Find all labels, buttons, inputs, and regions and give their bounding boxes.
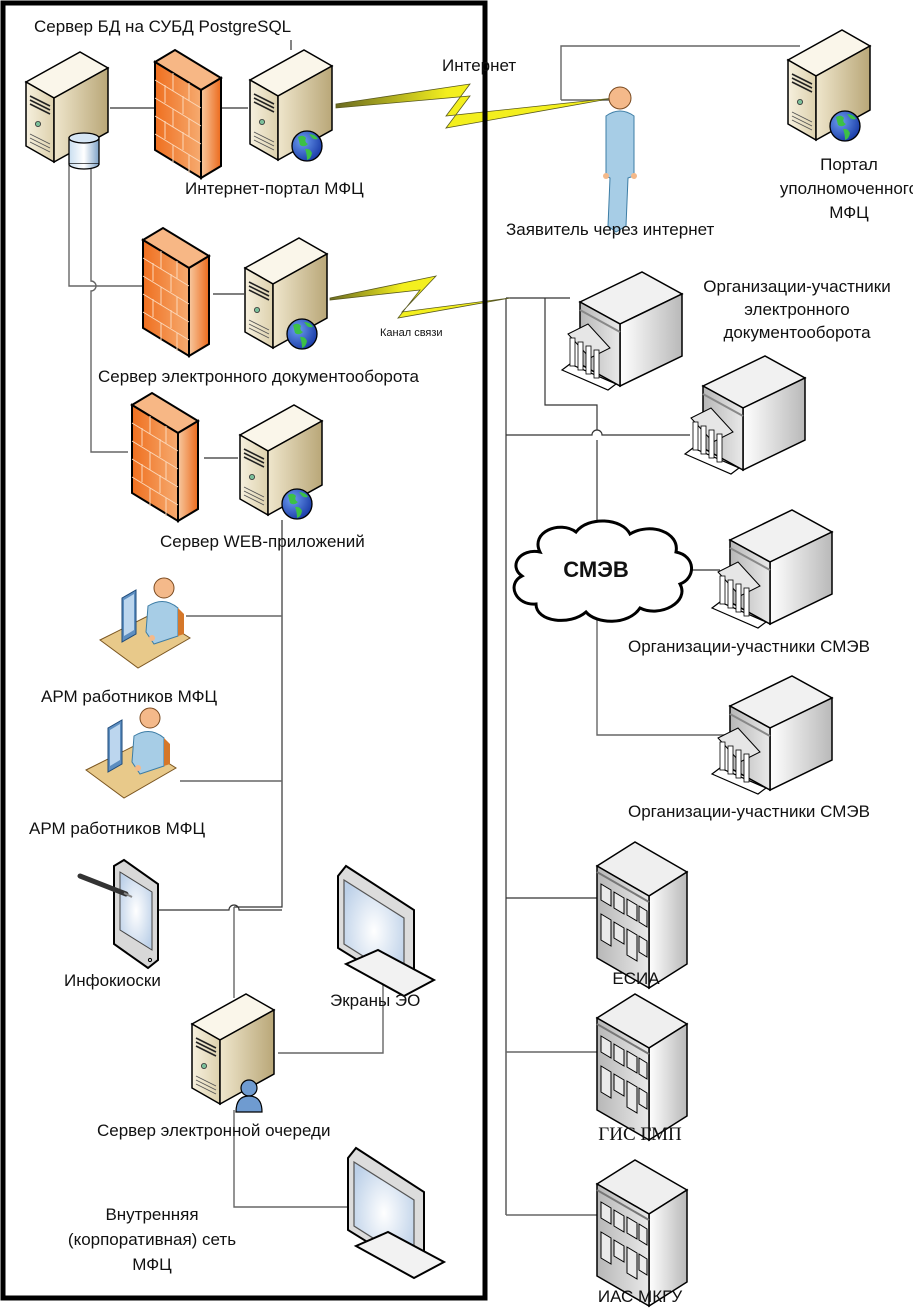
kiosk-node[interactable]: Инфокиоски xyxy=(64,860,161,990)
queue-screens-label: Экраны ЭО xyxy=(330,991,420,1010)
edo-server-label: Сервер электронного документооборота xyxy=(98,367,420,386)
globe-icon xyxy=(286,318,318,350)
smev-label: СМЭВ xyxy=(563,557,628,582)
globe-icon xyxy=(829,110,861,142)
globe-icon xyxy=(291,130,323,162)
workstation-node-1[interactable]: АРМ работников МФЦ xyxy=(41,577,218,706)
queue-screens-node[interactable]: Экраны ЭО xyxy=(330,865,435,1010)
boundary-label-line1: Внутренняя xyxy=(105,1205,198,1224)
government-building-icon xyxy=(711,509,833,629)
db-server-node[interactable]: Сервер БД на СУБД PostgreSQL xyxy=(25,17,291,170)
boundary-label-line2: (корпоративная) сеть xyxy=(68,1230,236,1249)
person-icon xyxy=(602,86,638,233)
partner-portal-label-line1: Портал xyxy=(820,155,878,174)
workstation-2-label: АРМ работников МФЦ xyxy=(29,819,206,838)
edo-server-node[interactable]: Сервер электронного документооборота xyxy=(98,237,420,386)
internet-link xyxy=(329,83,615,319)
applicant-label: Заявитель через интернет xyxy=(506,220,714,239)
monitor-icon xyxy=(337,865,435,997)
database-icon xyxy=(68,132,100,170)
workstation-user-icon xyxy=(85,707,177,799)
internal-network-label: Внутренняя (корпоративная) сеть МФЦ xyxy=(68,1205,236,1274)
boundary-label-line3: МФЦ xyxy=(132,1255,172,1274)
db-server-label: Сервер БД на СУБД PostgreSQL xyxy=(34,17,291,36)
edo-orgs-label-line3: документооборота xyxy=(723,323,871,342)
workstation-user-icon xyxy=(99,577,191,669)
portal-server-node[interactable]: Интернет-портал МФЦ xyxy=(185,49,364,198)
edo-orgs-label-line1: Организации-участники xyxy=(703,277,890,296)
firewall-icon xyxy=(154,49,222,179)
partner-portal-label-line3: МФЦ xyxy=(829,203,869,222)
portal-server-label: Интернет-портал МФЦ xyxy=(185,179,364,198)
user-icon xyxy=(235,1079,263,1113)
government-building-icon xyxy=(684,355,806,475)
channel-label: Канал связи xyxy=(380,327,443,339)
globe-icon xyxy=(281,488,313,520)
partner-portal-label-line2: уполномоченного xyxy=(780,179,913,198)
connection-lines xyxy=(68,40,800,1216)
applicant-node[interactable]: Заявитель через интернет xyxy=(506,86,714,239)
smev-org-node-2[interactable]: Организации-участники СМЭВ xyxy=(628,675,870,821)
ias-mkgu-label: ИАС МКГУ xyxy=(598,1287,682,1306)
smev-node[interactable]: СМЭВ xyxy=(512,519,694,623)
office-building-icon xyxy=(596,993,688,1141)
partner-portal-node[interactable]: Портал уполномоченного МФЦ xyxy=(780,29,913,222)
workstation-1-label: АРМ работников МФЦ xyxy=(41,687,218,706)
web-app-server-node[interactable]: Сервер WEB-приложений xyxy=(160,404,365,551)
smev-org-node-1[interactable]: Организации-участники СМЭВ xyxy=(628,509,870,656)
queue-server-node[interactable]: Сервер электронной очереди xyxy=(97,993,330,1140)
queue-server-label: Сервер электронной очереди xyxy=(97,1121,330,1140)
tablet-kiosk-icon xyxy=(80,860,158,968)
smev-org-2-label: Организации-участники СМЭВ xyxy=(628,802,870,821)
office-building-icon xyxy=(596,1159,688,1307)
internet-label: Интернет xyxy=(442,56,516,75)
firewall-icon xyxy=(142,227,210,357)
internal-network-boundary xyxy=(0,0,488,1301)
user-server-icon xyxy=(191,993,275,1105)
web-app-server-label: Сервер WEB-приложений xyxy=(160,532,365,551)
ias-mkgu-node[interactable]: ИАС МКГУ xyxy=(596,1159,688,1307)
smev-org-1-label: Организации-участники СМЭВ xyxy=(628,637,870,656)
edo-organizations-node[interactable]: Организации-участники электронного докум… xyxy=(561,271,891,475)
esia-node[interactable]: ЕСИА xyxy=(596,841,688,989)
government-building-icon xyxy=(711,675,833,795)
monitor-icon xyxy=(347,1147,445,1279)
kiosk-label: Инфокиоски xyxy=(64,971,161,990)
gis-gmp-node[interactable]: ГИС ГМП xyxy=(596,993,688,1145)
office-building-icon xyxy=(596,841,688,989)
government-building-icon xyxy=(561,271,683,391)
esia-label: ЕСИА xyxy=(612,969,660,988)
workstation-node-2[interactable]: АРМ работников МФЦ xyxy=(29,707,206,838)
firewall-icon xyxy=(131,392,199,522)
gis-gmp-label: ГИС ГМП xyxy=(598,1124,682,1145)
edo-orgs-label-line2: электронного xyxy=(744,300,850,319)
